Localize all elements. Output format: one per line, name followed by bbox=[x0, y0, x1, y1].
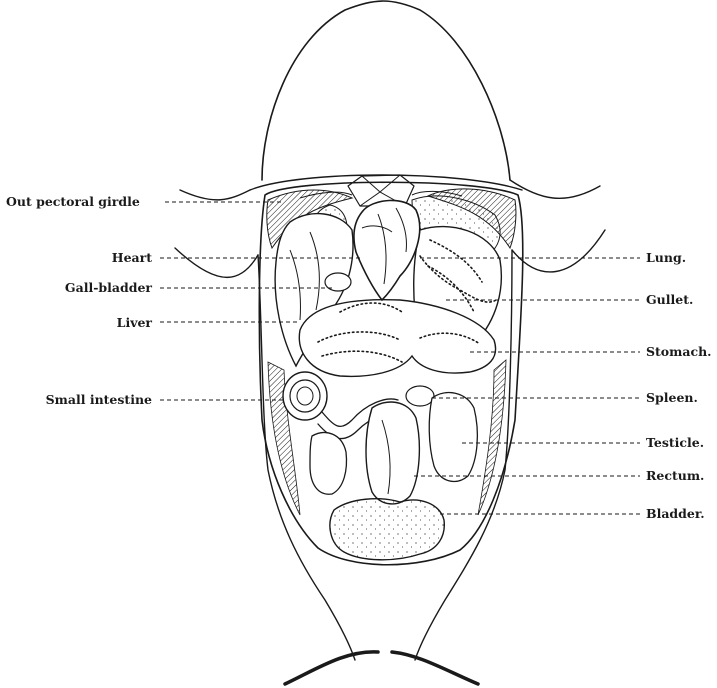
label-small-intestine: Small intestine bbox=[46, 392, 152, 407]
label-stomach: Stomach. bbox=[646, 344, 712, 359]
label-heart: Heart bbox=[112, 250, 152, 265]
label-gall-bladder: Gall-bladder bbox=[65, 280, 152, 295]
left-labels: Out pectoral girdle Heart Gall-bladder L… bbox=[6, 194, 152, 407]
heart bbox=[354, 200, 420, 300]
label-pectoral-girdle: Out pectoral girdle bbox=[6, 194, 140, 209]
label-rectum: Rectum. bbox=[646, 468, 704, 483]
bladder bbox=[330, 499, 444, 560]
label-spleen: Spleen. bbox=[646, 390, 698, 405]
label-liver: Liver bbox=[117, 315, 153, 330]
label-testicle: Testicle. bbox=[646, 435, 704, 450]
label-lung: Lung. bbox=[646, 250, 686, 265]
spleen bbox=[406, 386, 434, 406]
right-labels: Lung. Gullet. Stomach. Spleen. Testicle.… bbox=[646, 250, 712, 521]
rectum bbox=[366, 402, 419, 504]
label-gullet: Gullet. bbox=[646, 292, 693, 307]
label-bladder: Bladder. bbox=[646, 506, 705, 521]
